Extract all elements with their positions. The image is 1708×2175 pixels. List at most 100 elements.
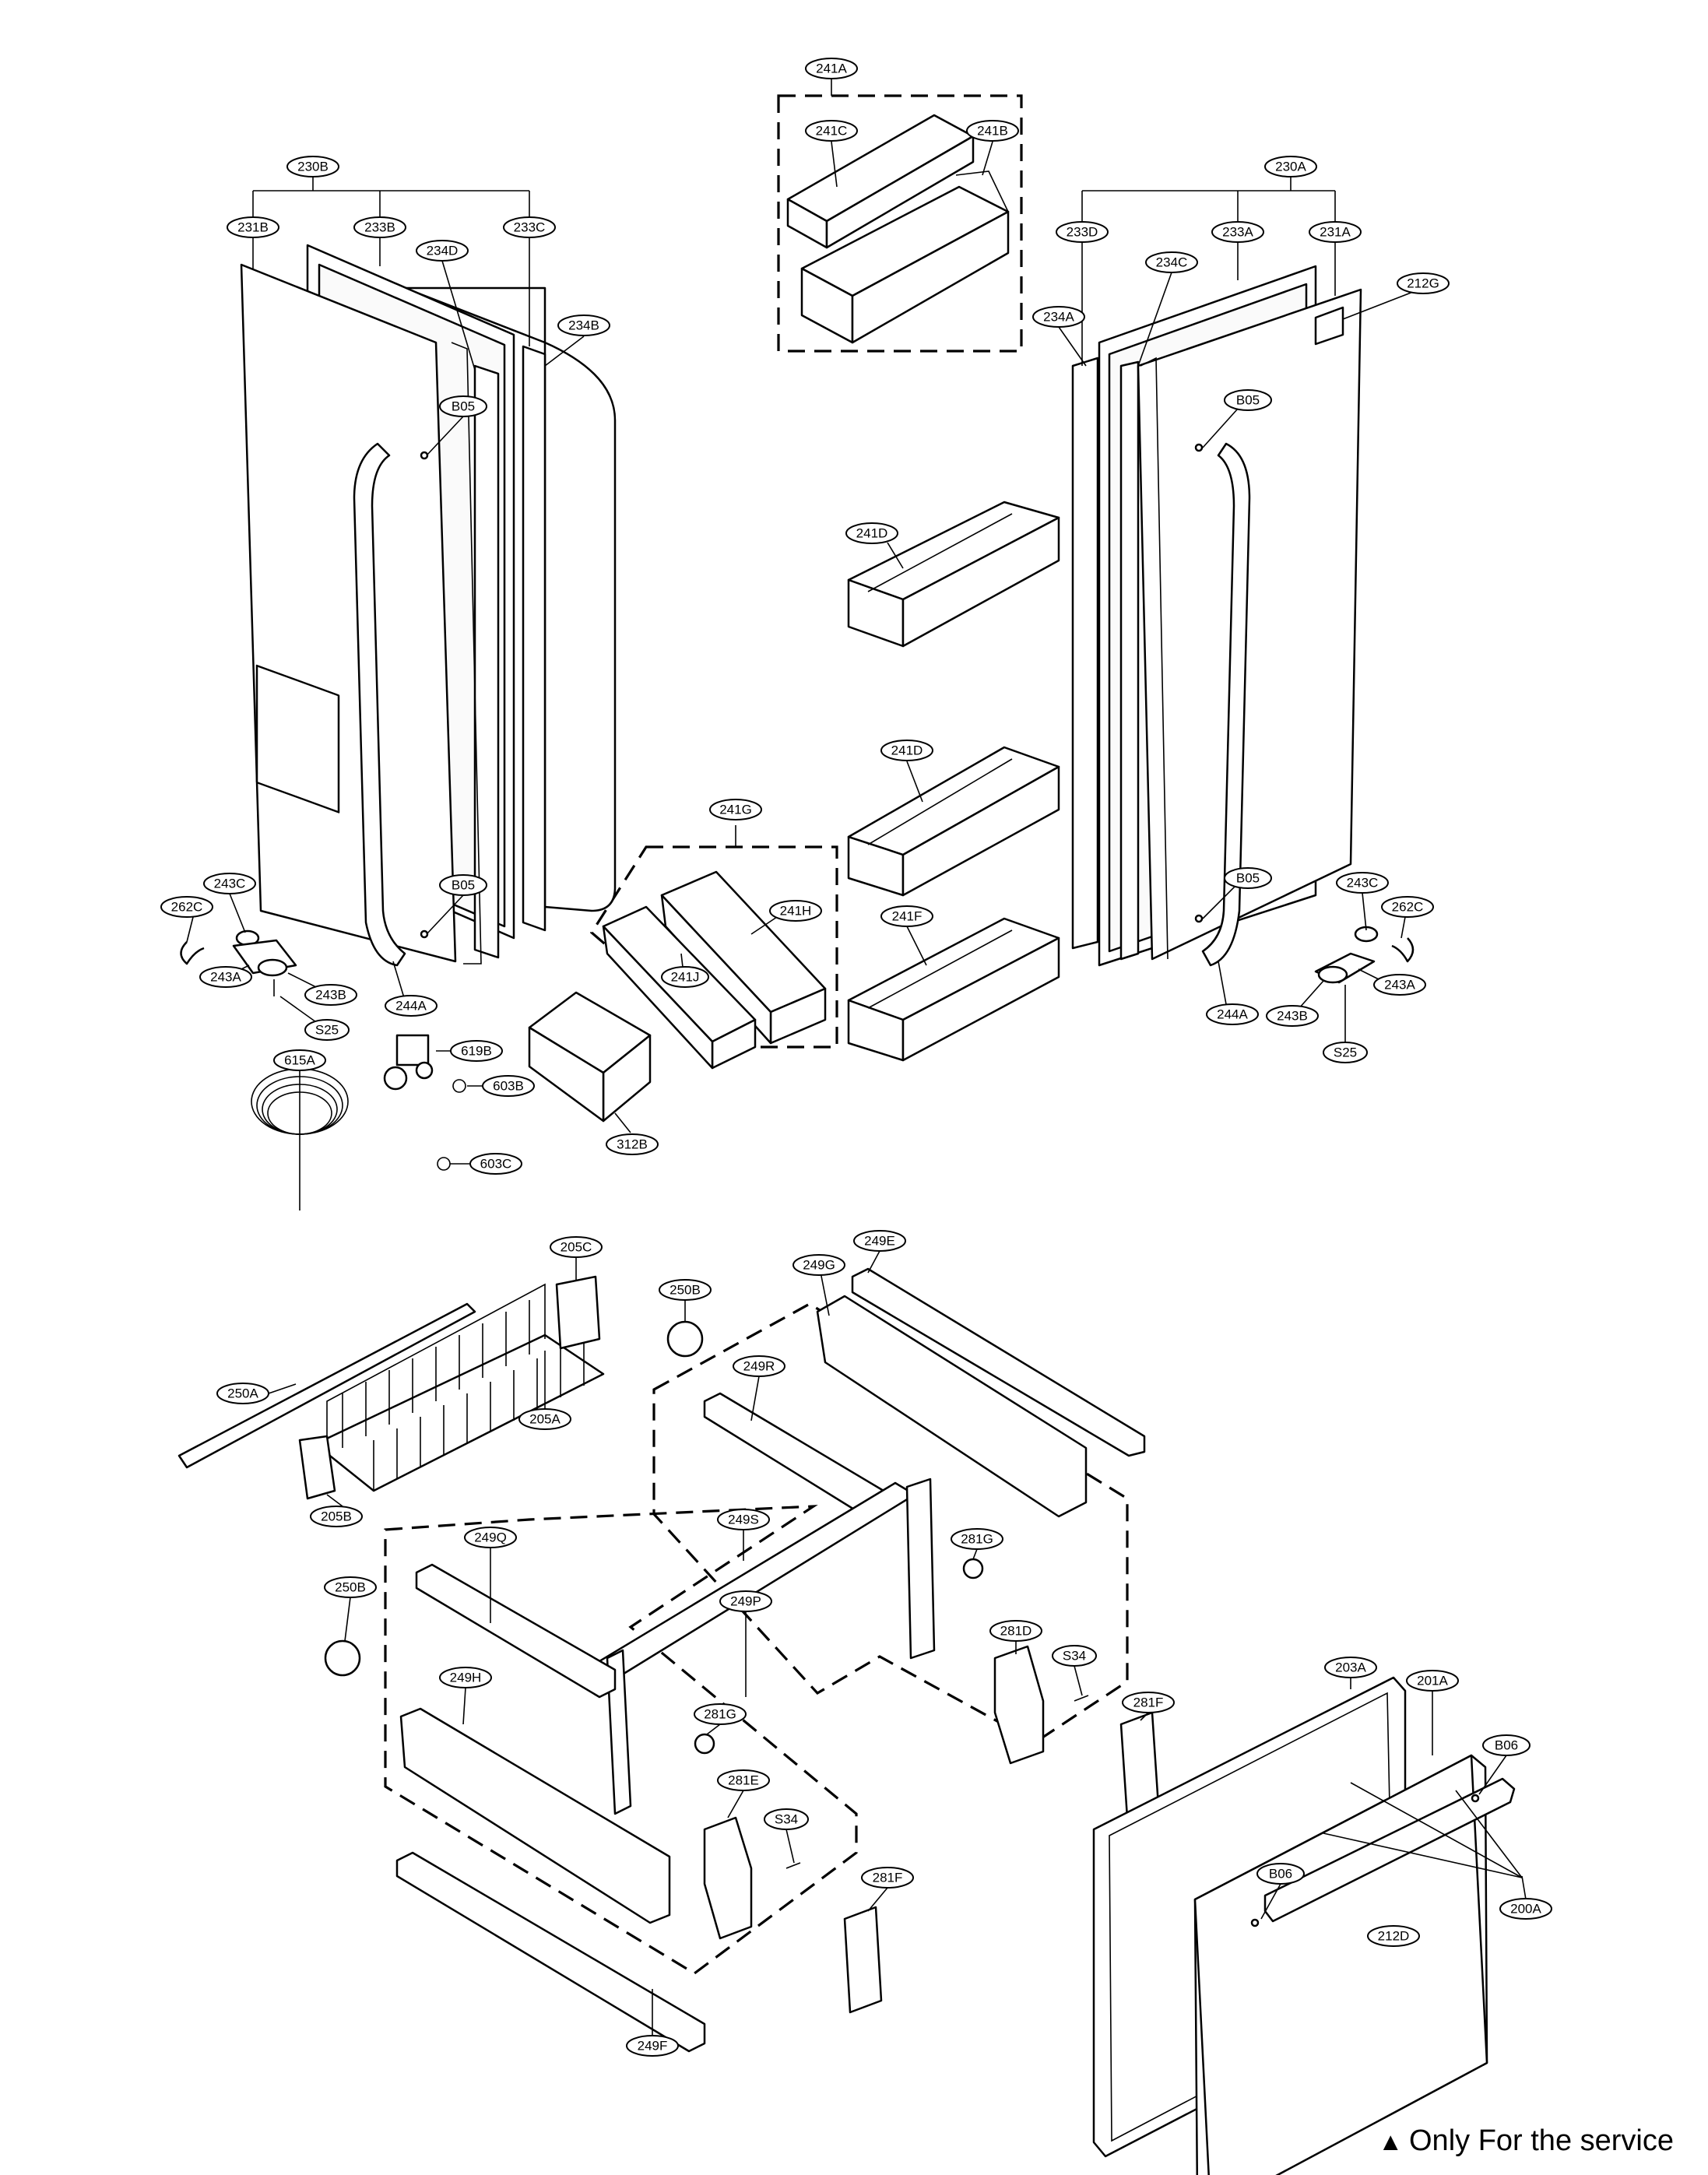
left-door-assembly bbox=[240, 244, 617, 967]
callout-241H: 241H bbox=[769, 900, 822, 922]
svg-text:249P: 249P bbox=[730, 1594, 761, 1609]
svg-text:205A: 205A bbox=[529, 1412, 561, 1427]
callout-233C: 233C bbox=[503, 216, 556, 238]
callout-B05-right-bottom: B05 bbox=[1224, 867, 1272, 889]
svg-text:212D: 212D bbox=[1378, 1929, 1410, 1944]
callout-200A: 200A bbox=[1499, 1898, 1552, 1920]
svg-text:234D: 234D bbox=[427, 244, 459, 258]
svg-text:230B: 230B bbox=[297, 160, 329, 174]
svg-text:233C: 233C bbox=[514, 220, 546, 235]
svg-text:241J: 241J bbox=[671, 970, 700, 985]
callout-B05-left-bottom: B05 bbox=[439, 874, 487, 896]
part-281E bbox=[703, 1816, 753, 1940]
callout-S25-left: S25 bbox=[304, 1019, 350, 1041]
svg-text:B06: B06 bbox=[1269, 1867, 1292, 1882]
callout-262C-left: 262C bbox=[160, 896, 213, 918]
svg-text:249Q: 249Q bbox=[474, 1530, 507, 1545]
svg-text:250B: 250B bbox=[335, 1580, 366, 1595]
callout-249E: 249E bbox=[853, 1230, 906, 1252]
callout-249H: 249H bbox=[439, 1667, 492, 1688]
part-281G-lower bbox=[694, 1733, 715, 1755]
svg-text:250A: 250A bbox=[227, 1386, 258, 1401]
assembly-box-241G bbox=[589, 845, 838, 1049]
callout-281G-lower: 281G bbox=[694, 1703, 747, 1725]
callout-241F: 241F bbox=[880, 905, 933, 927]
cover-312B bbox=[528, 991, 652, 1123]
gear-250B-lower bbox=[324, 1639, 361, 1677]
svg-text:615A: 615A bbox=[284, 1053, 315, 1068]
callout-603C: 603C bbox=[469, 1153, 522, 1175]
callout-243C-right: 243C bbox=[1336, 872, 1389, 894]
svg-text:231B: 231B bbox=[237, 220, 269, 235]
callout-615A: 615A bbox=[273, 1049, 326, 1071]
svg-text:250B: 250B bbox=[669, 1283, 701, 1298]
svg-text:249R: 249R bbox=[743, 1359, 775, 1374]
svg-text:262C: 262C bbox=[1392, 900, 1424, 915]
valve-619B bbox=[383, 1034, 466, 1171]
callout-234C: 234C bbox=[1145, 251, 1198, 273]
gear-250B-upper bbox=[666, 1320, 704, 1358]
callout-241G: 241G bbox=[709, 799, 762, 820]
part-281D bbox=[993, 1645, 1045, 1765]
callout-205B: 205B bbox=[310, 1506, 363, 1527]
svg-text:B05: B05 bbox=[1236, 393, 1260, 408]
svg-text:249G: 249G bbox=[803, 1258, 835, 1273]
callout-233D: 233D bbox=[1056, 221, 1109, 243]
footnote-text: Only For the service bbox=[1409, 2124, 1674, 2157]
callout-233B: 233B bbox=[353, 216, 406, 238]
triangle-icon: ▲ bbox=[1378, 2128, 1403, 2156]
strip-250A bbox=[177, 1302, 476, 1469]
svg-text:205C: 205C bbox=[561, 1240, 592, 1255]
callout-249G: 249G bbox=[792, 1254, 845, 1276]
callout-231B: 231B bbox=[227, 216, 279, 238]
svg-text:234B: 234B bbox=[568, 318, 599, 333]
svg-text:B05: B05 bbox=[1236, 871, 1260, 886]
svg-text:234C: 234C bbox=[1156, 255, 1188, 270]
svg-text:619B: 619B bbox=[461, 1044, 492, 1059]
callout-241D-lower: 241D bbox=[880, 740, 933, 761]
left-handle-244A bbox=[353, 442, 406, 967]
callout-249F: 249F bbox=[626, 2035, 679, 2057]
svg-text:212G: 212G bbox=[1407, 276, 1439, 291]
svg-text:233B: 233B bbox=[364, 220, 395, 235]
bin-241B bbox=[800, 170, 1010, 344]
callout-233A: 233A bbox=[1211, 221, 1264, 243]
callout-203A: 203A bbox=[1324, 1657, 1377, 1678]
svg-text:281E: 281E bbox=[728, 1773, 759, 1788]
svg-text:S34: S34 bbox=[775, 1812, 798, 1827]
callout-201A: 201A bbox=[1406, 1670, 1459, 1692]
right-handle-244A bbox=[1201, 442, 1251, 967]
svg-text:241G: 241G bbox=[719, 803, 752, 817]
rail-249E bbox=[851, 1267, 1146, 1457]
callout-212D: 212D bbox=[1367, 1925, 1420, 1947]
bracket-205B bbox=[298, 1435, 336, 1500]
callout-230A: 230A bbox=[1264, 156, 1317, 177]
svg-text:203A: 203A bbox=[1335, 1660, 1366, 1675]
callout-250A: 250A bbox=[216, 1383, 269, 1404]
door-bin-241D-lower bbox=[847, 746, 1060, 897]
leader-lines bbox=[186, 78, 1527, 2036]
callout-249P: 249P bbox=[719, 1590, 772, 1612]
screw-S34-lower bbox=[785, 1862, 801, 1869]
callout-B06-right: B06 bbox=[1482, 1734, 1531, 1756]
svg-text:281F: 281F bbox=[1133, 1695, 1164, 1710]
callout-262C-right: 262C bbox=[1381, 896, 1434, 918]
svg-text:243B: 243B bbox=[315, 988, 346, 1003]
right-hinge-parts bbox=[1314, 926, 1415, 1004]
callout-281F-upper: 281F bbox=[1122, 1692, 1175, 1713]
callout-244A-left: 244A bbox=[385, 995, 438, 1017]
callout-S34-upper: S34 bbox=[1052, 1645, 1097, 1667]
svg-text:243A: 243A bbox=[1384, 978, 1415, 993]
callout-619B: 619B bbox=[450, 1040, 503, 1062]
svg-text:241F: 241F bbox=[892, 909, 923, 924]
callout-281F-lower: 281F bbox=[861, 1867, 914, 1889]
dispenser-window bbox=[255, 664, 340, 813]
rail-249F bbox=[395, 1851, 706, 2053]
svg-text:281D: 281D bbox=[1000, 1624, 1032, 1639]
assembly-box-241A bbox=[777, 94, 1023, 353]
svg-text:241C: 241C bbox=[816, 124, 848, 139]
frame-249R-249S-249P bbox=[590, 1392, 936, 1815]
svg-text:243C: 243C bbox=[1347, 876, 1379, 891]
svg-text:241D: 241D bbox=[891, 743, 923, 758]
